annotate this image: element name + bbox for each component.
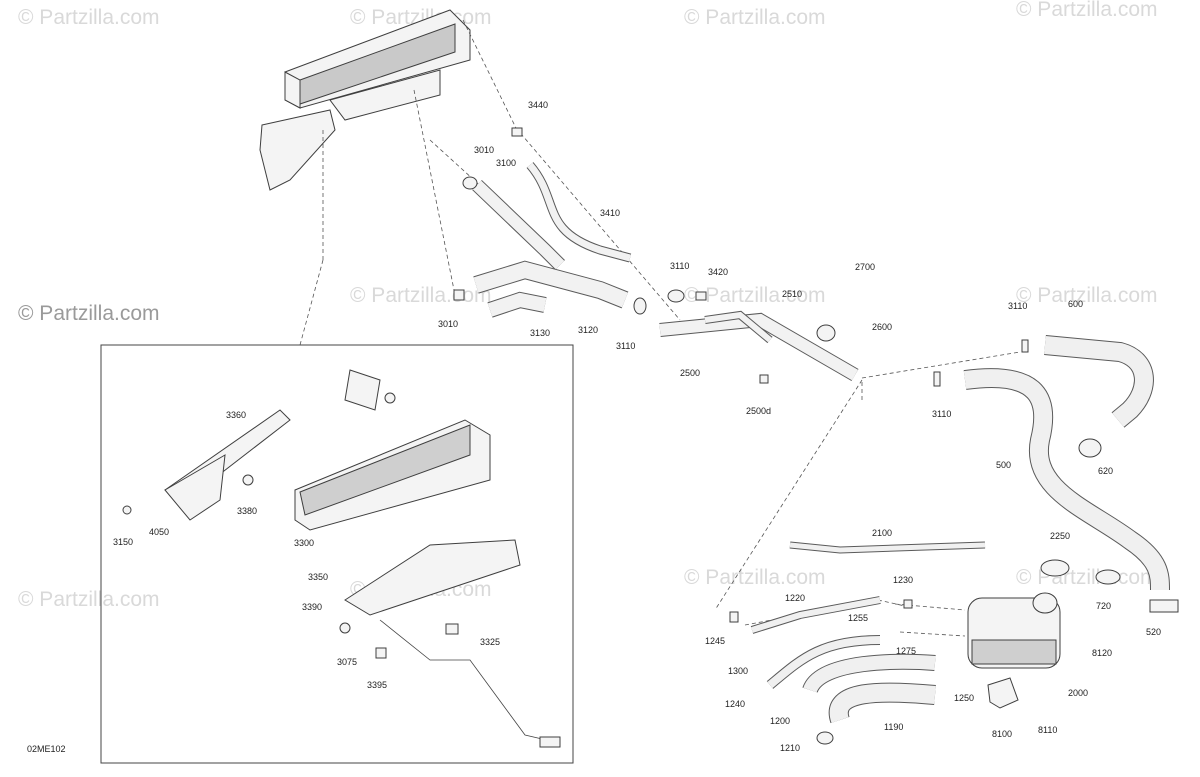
right-hoses [963,335,1179,613]
part-label: 2700 [855,262,875,272]
part-label: 8110 [1038,725,1057,735]
part-label: 3410 [600,208,620,218]
part-label: 2510 [782,289,802,299]
part-label: 1300 [728,666,748,676]
part-label: 3010 [438,319,458,329]
part-label: 620 [1098,466,1113,476]
part-label: 1245 [705,636,725,646]
radiator-assembly-top [259,9,471,191]
part-label: 3325 [480,637,500,647]
part-label: 1250 [954,693,974,703]
part-label: 3420 [708,267,728,277]
part-label: 1190 [884,722,903,732]
part-label: 3390 [302,602,322,612]
part-label: 8120 [1092,648,1112,658]
part-label: 3110 [932,409,951,419]
part-label: 3360 [226,410,246,420]
part-label: 1275 [896,646,916,656]
part-label: 8100 [992,729,1012,739]
part-label: 2100 [872,528,892,538]
watermark-group: © Partzilla.com © Partzilla.com © Partzi… [18,0,1158,611]
part-label: 1200 [770,716,790,726]
part-label: 2500d [746,406,771,416]
part-label: 500 [996,460,1011,470]
watermark: © Partzilla.com [18,6,160,29]
part-label: 2000 [1068,688,1088,698]
part-label: 3440 [528,100,548,110]
part-label: 2500 [680,368,700,378]
part-label: 2600 [872,322,892,332]
part-label: 3120 [578,325,598,335]
part-label: 3110 [616,341,635,351]
watermark: © Partzilla.com [1016,0,1158,21]
part-label: 1255 [848,613,868,623]
part-label: 3150 [113,537,133,547]
part-label: 3075 [337,657,357,667]
part-label: 3110 [670,261,689,271]
watermark: © Partzilla.com [684,284,826,307]
watermark: © Partzilla.com [350,284,492,307]
part-label: 2250 [1050,531,1070,541]
inset-detail-box [100,344,574,764]
part-label: 3110 [1008,301,1027,311]
diagram-code: 02ME102 [27,744,66,754]
part-label: 3350 [308,572,328,582]
watermark: © Partzilla.com [1016,284,1158,307]
part-label: 3395 [367,680,387,690]
coolant-tank [750,541,1070,745]
watermark: © Partzilla.com [1016,566,1158,589]
part-label: 520 [1146,627,1161,637]
watermark: © Partzilla.com [684,566,826,589]
watermark: © Partzilla.com [18,302,160,325]
part-label: 3010 [474,145,494,155]
part-label: 720 [1096,601,1111,611]
part-label: 1220 [785,593,805,603]
upper-hoses [472,162,859,382]
part-labels: 3440 3010 3100 3410 3110 3420 2510 2700 … [113,100,1161,753]
part-label: 4050 [149,527,169,537]
part-label: 1230 [893,575,913,585]
part-label: 3130 [530,328,550,338]
part-label: 600 [1068,299,1083,309]
part-label: 1210 [780,743,800,753]
part-label: 3100 [496,158,516,168]
part-label: 3300 [294,538,314,548]
watermark: © Partzilla.com [18,588,160,611]
part-label: 3380 [237,506,257,516]
fastener-markers [122,127,1029,659]
part-label: 1240 [725,699,745,709]
watermark: © Partzilla.com [684,6,826,29]
